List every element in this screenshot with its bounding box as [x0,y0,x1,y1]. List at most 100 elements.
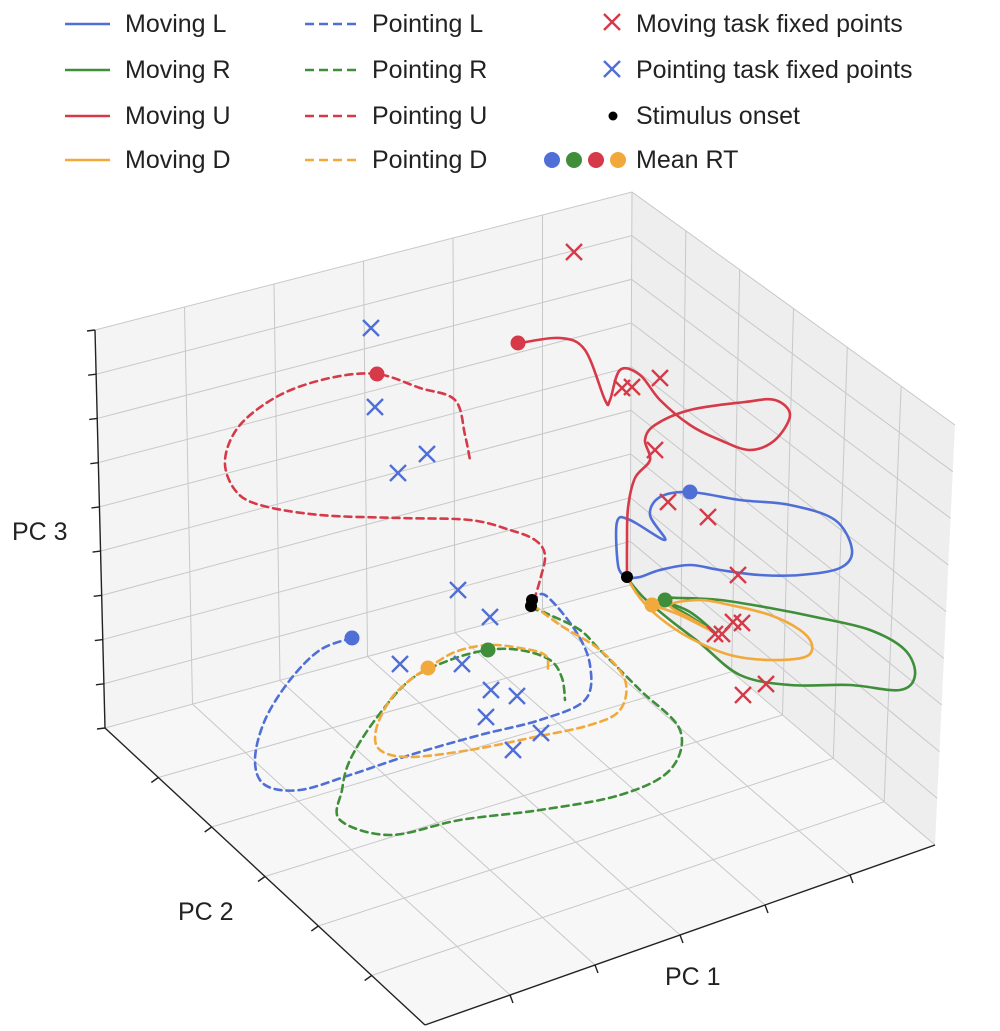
moving-fixed-point-marker [733,614,751,632]
z-axis-label: PC 3 [12,518,68,546]
y-axis-tick [257,875,266,883]
y-axis-tick [204,826,213,833]
z-axis-tick [93,594,102,598]
legend-swatch-mean-rt [544,152,626,168]
y-axis-label: PC 2 [178,898,234,926]
legend-label-onset: Stimulus onset [636,102,800,130]
x-axis-label: PC 1 [665,963,721,991]
pointing-fixed-point-marker [482,681,500,699]
moving-fixed-point-marker [659,493,677,511]
pointing-fixed-point-marker [453,655,471,673]
grid-line-left-wall [184,306,193,705]
axes-spines [86,329,936,1026]
legend-swatch-onset [608,111,618,121]
z-axis-tick [94,638,103,642]
axes-panes [95,192,955,1025]
legend-mean-rt-dot [610,152,626,168]
legend-label-moving-fixed: Moving task fixed points [636,10,903,38]
legend-swatch-moving-fixed [603,13,621,31]
legend-label-moving-r: Moving R [125,56,231,84]
grid-line-right-wall [883,386,902,802]
x-axis-tick [764,904,769,914]
moving-fixed-point-marker [729,566,747,584]
legend: Moving L Moving R Moving U Moving D Poin… [65,10,913,174]
z-axis-tick [90,461,99,465]
moving-fixed-point-marker [757,675,775,693]
mean-rt-marker-moving-l [682,484,698,500]
moving-fixed-point-marker [651,369,669,387]
legend-label-moving-d: Moving D [125,146,231,174]
mean-rt-marker-moving-d [644,597,660,613]
y-axis-tick [364,974,373,982]
moving-fixed-point-marker [734,686,752,704]
z-axis-tick [86,329,96,332]
moving-fixed-point-marker [646,441,664,459]
moving-fixed-point-marker [699,508,717,526]
floor-pane [105,585,935,1025]
grid-line-left-wall [363,260,368,657]
pointing-fixed-point-marker [477,708,495,726]
grid-line-left-wall [452,237,456,633]
legend-label-pointing-l: Pointing L [372,10,483,38]
legend-mean-rt-dot [544,152,560,168]
series-line-pointing-l [253,592,593,792]
series-line-moving-l [614,490,854,580]
pointing-fixed-point-marker [418,445,436,463]
pointing-fixed-point-marker [449,581,467,599]
x-axis-tick [594,964,599,974]
back-right-pane [630,192,955,845]
grid-line-left-wall [273,283,281,681]
mean-rt-marker-pointing-u [369,366,385,382]
legend-mean-rt-dot [566,152,582,168]
pointing-fixed-point-marker [504,741,522,759]
stimulus-onset-marker [525,600,537,612]
x-axis-tick [679,934,684,944]
legend-swatch-pointing-fixed [603,60,621,78]
pointing-fixed-point-marker [362,319,380,337]
pointing-fixed-point-marker [391,655,409,673]
z-axis-spine [94,329,106,729]
series-line-moving-u [518,336,792,580]
grid-line-right-wall [782,308,794,716]
back-left-pane [95,192,632,728]
legend-label-pointing-fixed: Pointing task fixed points [636,56,913,84]
x-axis-tick [849,874,854,884]
pointing-fixed-point-marker [532,724,550,742]
fixed-point-markers [344,243,775,759]
legend-label-moving-l: Moving L [125,10,227,38]
z-axis-tick [92,550,101,553]
grid-line-right-wall [680,230,687,629]
trajectory-series [223,336,917,837]
series-line-pointing-u [223,372,547,602]
legend-label-pointing-d: Pointing D [372,146,487,174]
z-axis-tick [95,683,104,686]
pointing-fixed-point-marker [481,608,499,626]
mean-rt-marker-pointing-d [420,660,436,676]
pointing-fixed-point-marker [508,687,526,705]
moving-fixed-point-marker [706,625,724,643]
z-axis-tick [88,373,97,376]
moving-fixed-point-marker [623,378,641,396]
legend-label-pointing-r: Pointing R [372,56,487,84]
pointing-fixed-point-marker [366,398,384,416]
z-axis-tick [89,417,98,421]
legend-label-pointing-u: Pointing U [372,102,487,130]
legend-mean-rt-dot [588,152,604,168]
mean-rt-marker-pointing-r [480,642,496,658]
mean-rt-marker-moving-u [510,335,526,351]
y-axis-tick [310,925,319,932]
pointing-fixed-point-marker [389,464,407,482]
stimulus-onset-marker [621,571,633,583]
y-axis-tick [150,776,159,784]
grid-line-floor [371,801,885,976]
z-axis-tick [91,506,100,509]
moving-fixed-point-marker [565,243,583,261]
mean-rt-marker-pointing-l [344,630,360,646]
grid-line-right-wall [832,347,848,759]
legend-label-moving-u: Moving U [125,102,231,130]
legend-label-mean-rt: Mean RT [636,146,738,174]
x-axis-tick [509,994,514,1004]
series-line-moving-d [625,576,814,662]
z-axis-tick [96,727,106,730]
